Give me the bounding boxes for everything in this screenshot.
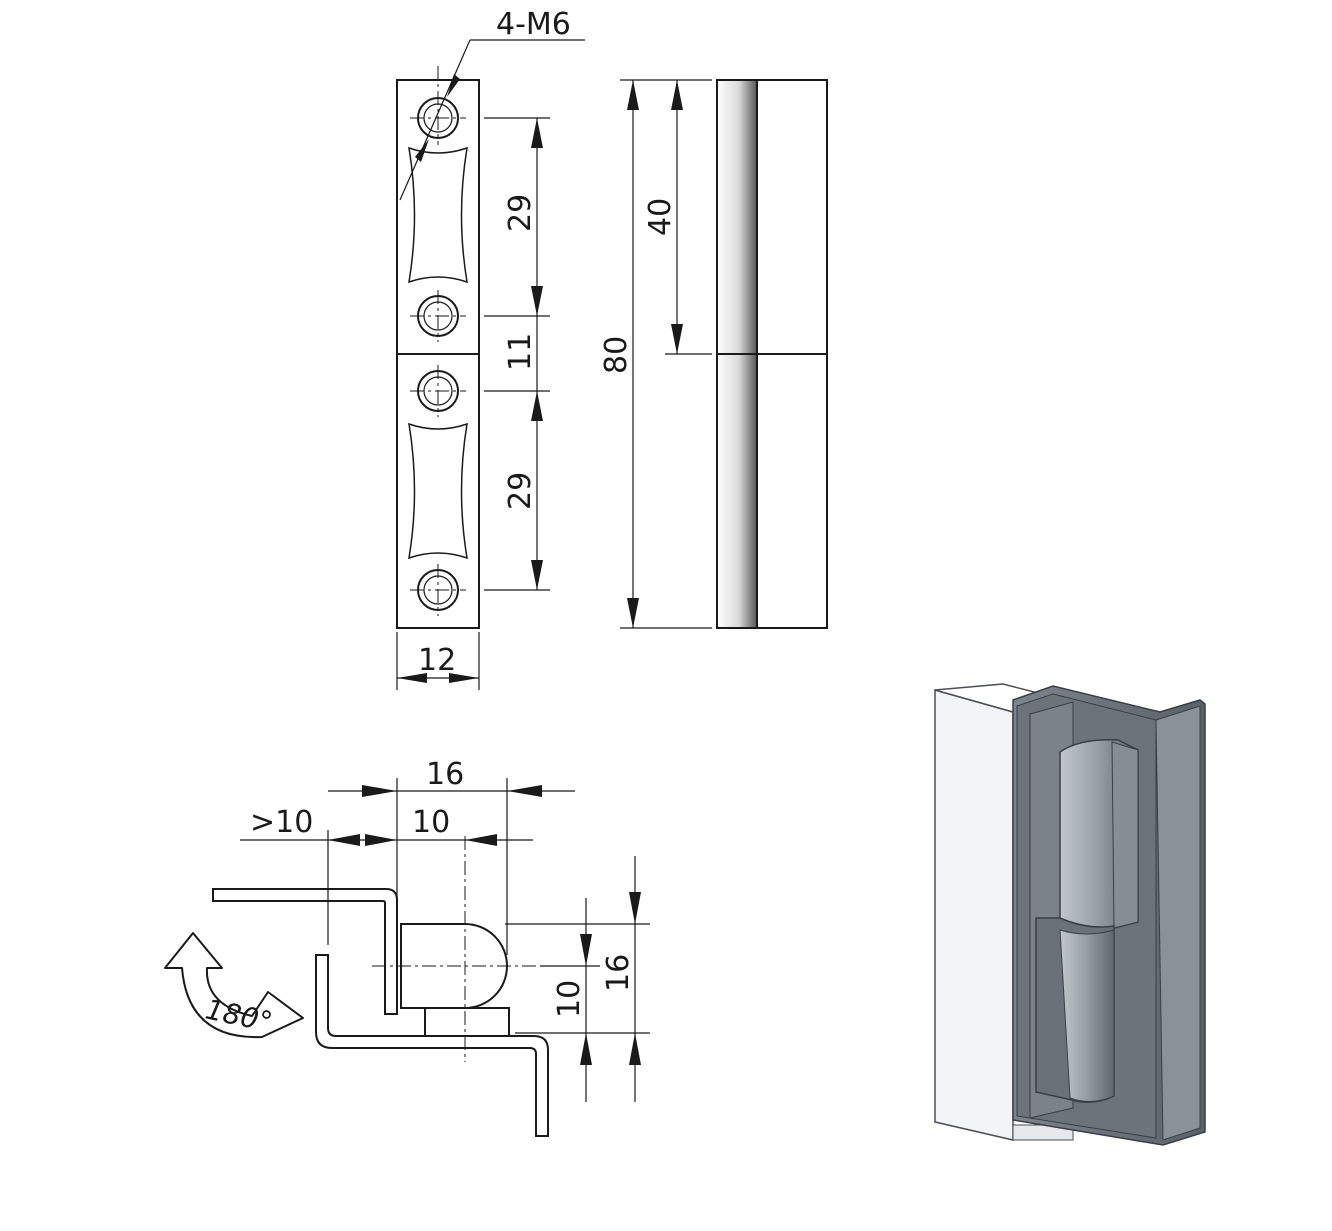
rotation-arrow-icon xyxy=(164,932,304,1039)
offset-min-label: >10 xyxy=(250,805,313,840)
depth-pin-label: 10 xyxy=(552,980,587,1018)
upper-leaf-section xyxy=(212,888,398,1015)
offset-total-label: 16 xyxy=(426,757,464,792)
side-view: 40 80 xyxy=(599,79,828,629)
width-label: 12 xyxy=(418,643,456,678)
width-dimension: 12 xyxy=(396,632,480,690)
screw-hole-3 xyxy=(410,365,466,417)
pitch-lower-label: 29 xyxy=(503,472,538,510)
isometric-view xyxy=(934,683,1206,1146)
front-view: 4-M6 29 11 29 12 xyxy=(396,7,585,690)
depth-total-label: 16 xyxy=(601,954,636,992)
offset-pin-label: 10 xyxy=(412,805,450,840)
upper-slot xyxy=(408,146,468,284)
pitch-upper-label: 29 xyxy=(503,194,538,232)
depth-dimensions: 16 10 xyxy=(505,856,650,1102)
gap-label: 11 xyxy=(503,333,538,371)
height-dimensions: 40 80 xyxy=(599,79,712,629)
screw-hole-4 xyxy=(410,564,466,616)
screw-hole-1 xyxy=(410,66,466,145)
lower-leaf-section xyxy=(315,954,549,1137)
thread-label: 4-M6 xyxy=(496,7,571,42)
height-total-label: 80 xyxy=(599,336,634,374)
rotation-indicator: 180° xyxy=(164,932,304,1039)
thread-callout: 4-M6 xyxy=(399,7,585,201)
knuckle-stem xyxy=(424,1007,510,1037)
door-panel xyxy=(934,689,1014,1141)
height-half-label: 40 xyxy=(643,198,678,236)
screw-hole-2 xyxy=(410,290,466,342)
offset-dimensions: 16 >10 10 xyxy=(240,757,575,955)
lower-slot xyxy=(408,422,468,560)
pitch-dimensions: 29 11 29 xyxy=(484,117,550,591)
section-view: 16 >10 10 16 10 180° xyxy=(164,757,650,1137)
